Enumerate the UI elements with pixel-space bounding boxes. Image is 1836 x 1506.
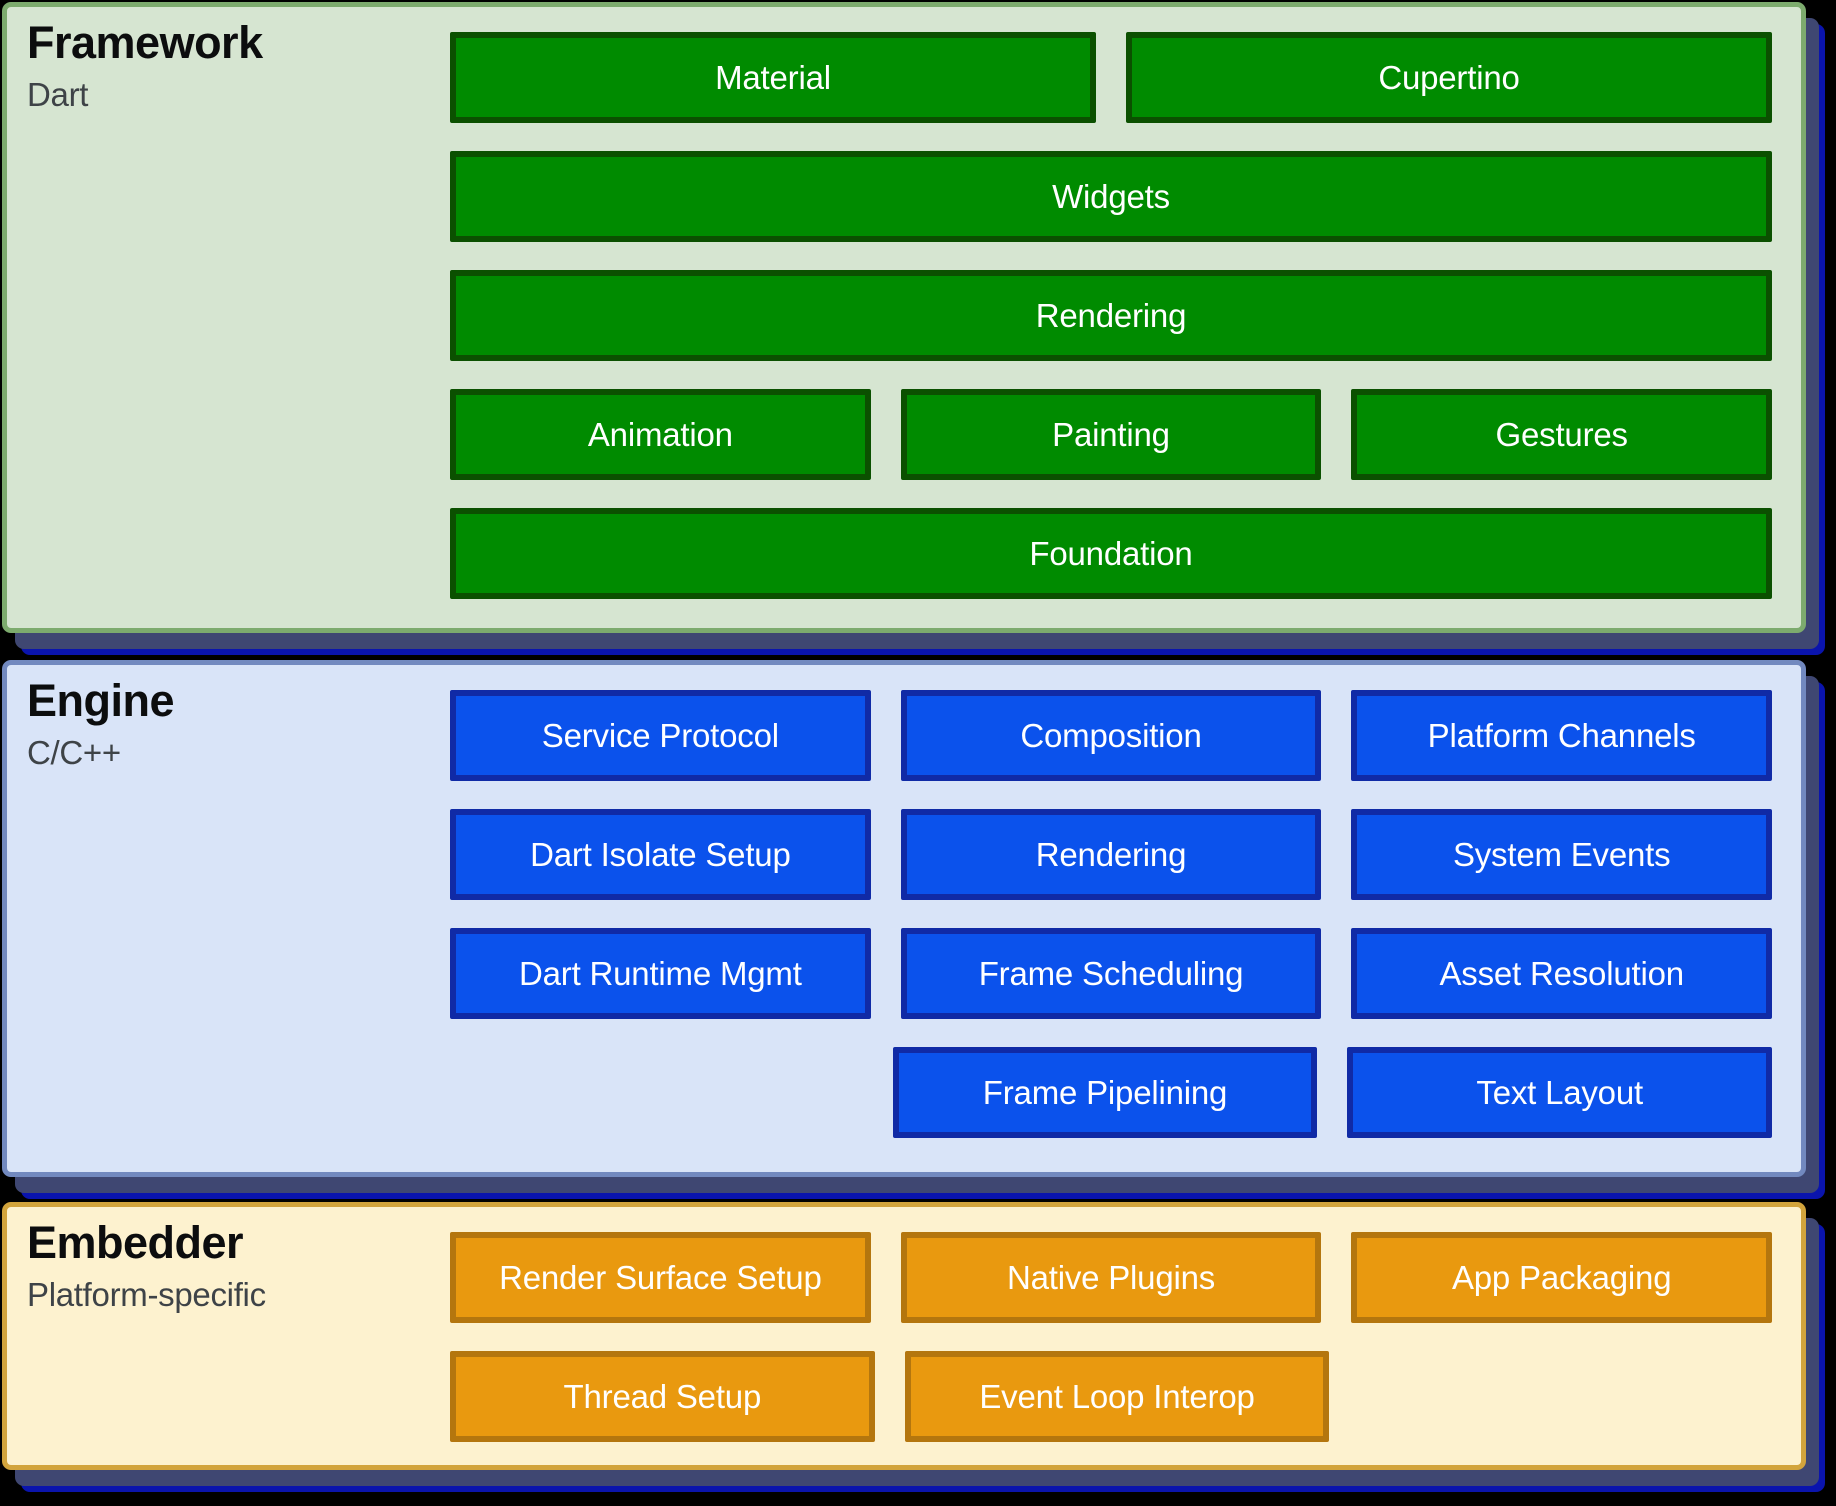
- box-painting: Painting: [900, 389, 1322, 480]
- box-gestures: Gestures: [1351, 389, 1773, 480]
- box-text-layout: Text Layout: [1347, 1047, 1773, 1138]
- box-dart-isolate-setup: Dart Isolate Setup: [450, 809, 871, 900]
- box-row: Render Surface Setup Native Plugins App Pa…: [450, 1232, 1773, 1323]
- box-asset-resolution: Asset Resolution: [1351, 928, 1773, 1019]
- section-subtitle: Dart: [27, 75, 89, 113]
- box-thread-setup: Thread Setup: [450, 1351, 875, 1442]
- box-platform-channels: Platform Channels: [1351, 690, 1773, 781]
- box-foundation: Foundation: [450, 508, 1772, 599]
- section-engine: Engine C/C++ Service Protocol Composition…: [2, 660, 1806, 1177]
- box-row: Dart Isolate Setup Rendering System Events: [450, 809, 1773, 900]
- box-cupertino: Cupertino: [1126, 32, 1772, 123]
- box-native-plugins: Native Plugins: [900, 1232, 1322, 1323]
- section-subtitle: Platform-specific: [27, 1275, 266, 1313]
- box-composition: Composition: [900, 690, 1322, 781]
- box-row: Rendering: [450, 270, 1772, 361]
- box-row: Dart Runtime Mgmt Frame Scheduling Asset R…: [450, 928, 1773, 1019]
- box-row: Material Cupertino: [450, 32, 1772, 123]
- section-title: Engine: [27, 675, 175, 726]
- box-service-protocol: Service Protocol: [450, 690, 871, 781]
- box-frame-scheduling: Frame Scheduling: [900, 928, 1322, 1019]
- box-animation: Animation: [450, 389, 871, 480]
- box-event-loop-interop: Event Loop Interop: [904, 1351, 1330, 1442]
- box-render-surface-setup: Render Surface Setup: [450, 1232, 871, 1323]
- engine-boxes: Service Protocol Composition Platform Chan…: [450, 690, 1773, 1138]
- box-widgets: Widgets: [450, 151, 1772, 242]
- box-row: Service Protocol Composition Platform Chan…: [450, 690, 1773, 781]
- box-row: Animation Painting Gestures: [450, 389, 1773, 480]
- engine-title-block: Engine C/C++: [27, 675, 175, 772]
- section-title: Embedder: [27, 1217, 244, 1268]
- box-rendering: Rendering: [450, 270, 1772, 361]
- section-title: Framework: [27, 17, 263, 68]
- embedder-boxes: Render Surface Setup Native Plugins App Pa…: [450, 1232, 1773, 1442]
- box-row: Thread Setup Event Loop Interop: [450, 1351, 1772, 1442]
- box-material: Material: [450, 32, 1096, 123]
- box-rendering: Rendering: [900, 809, 1322, 900]
- section-subtitle: C/C++: [27, 733, 121, 771]
- box-system-events: System Events: [1351, 809, 1773, 900]
- embedder-title-block: Embedder Platform-specific: [27, 1217, 266, 1314]
- section-embedder: Embedder Platform-specific Render Surfac…: [2, 1202, 1806, 1470]
- box-row: Widgets: [450, 151, 1772, 242]
- framework-title-block: Framework Dart: [27, 17, 263, 114]
- box-dart-runtime-mgmt: Dart Runtime Mgmt: [450, 928, 871, 1019]
- box-frame-pipelining: Frame Pipelining: [892, 1047, 1318, 1138]
- box-row: Foundation: [450, 508, 1772, 599]
- box-app-packaging: App Packaging: [1351, 1232, 1773, 1323]
- box-row: Frame Pipelining Text Layout: [450, 1047, 1773, 1138]
